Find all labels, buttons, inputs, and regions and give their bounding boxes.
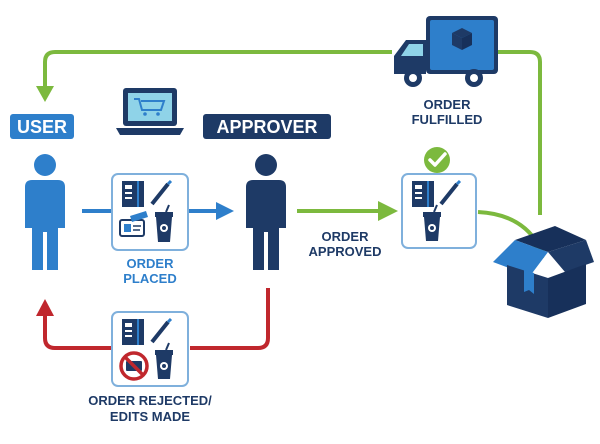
fulfilled-return-arrow: [36, 50, 542, 215]
order-fulfilled-label-line1: ORDER: [424, 97, 472, 112]
open-box-icon: [493, 226, 594, 318]
order-rejected-label-line2: EDITS MADE: [110, 409, 191, 424]
laptop-cart-icon: [116, 88, 184, 135]
order-fulfilled-label-line2: FULFILLED: [412, 112, 483, 127]
svg-text:USER: USER: [17, 117, 67, 137]
order-placed-box: [111, 173, 189, 251]
order-approved-label-line2: APPROVED: [309, 244, 382, 259]
svg-text:APPROVER: APPROVER: [216, 117, 317, 137]
check-badge-icon: [424, 147, 450, 173]
order-approved-box: [401, 173, 477, 249]
order-placed-label-line1: ORDER: [127, 256, 175, 271]
order-rejected-label-line1: ORDER REJECTED/: [88, 393, 212, 408]
order-placed-arrow: [82, 202, 234, 220]
approver-label: APPROVER: [203, 114, 331, 139]
rejected-return-arrow: [36, 288, 270, 350]
truck-icon: [394, 16, 498, 87]
no-symbol-icon: [119, 351, 149, 381]
user-label: USER: [10, 114, 74, 139]
user-person-icon: [25, 154, 65, 270]
order-approved-arrow: [297, 201, 398, 221]
order-placed-label-line2: PLACED: [123, 271, 176, 286]
order-approved-label-line1: ORDER: [322, 229, 370, 244]
approver-person-icon: [246, 154, 286, 270]
